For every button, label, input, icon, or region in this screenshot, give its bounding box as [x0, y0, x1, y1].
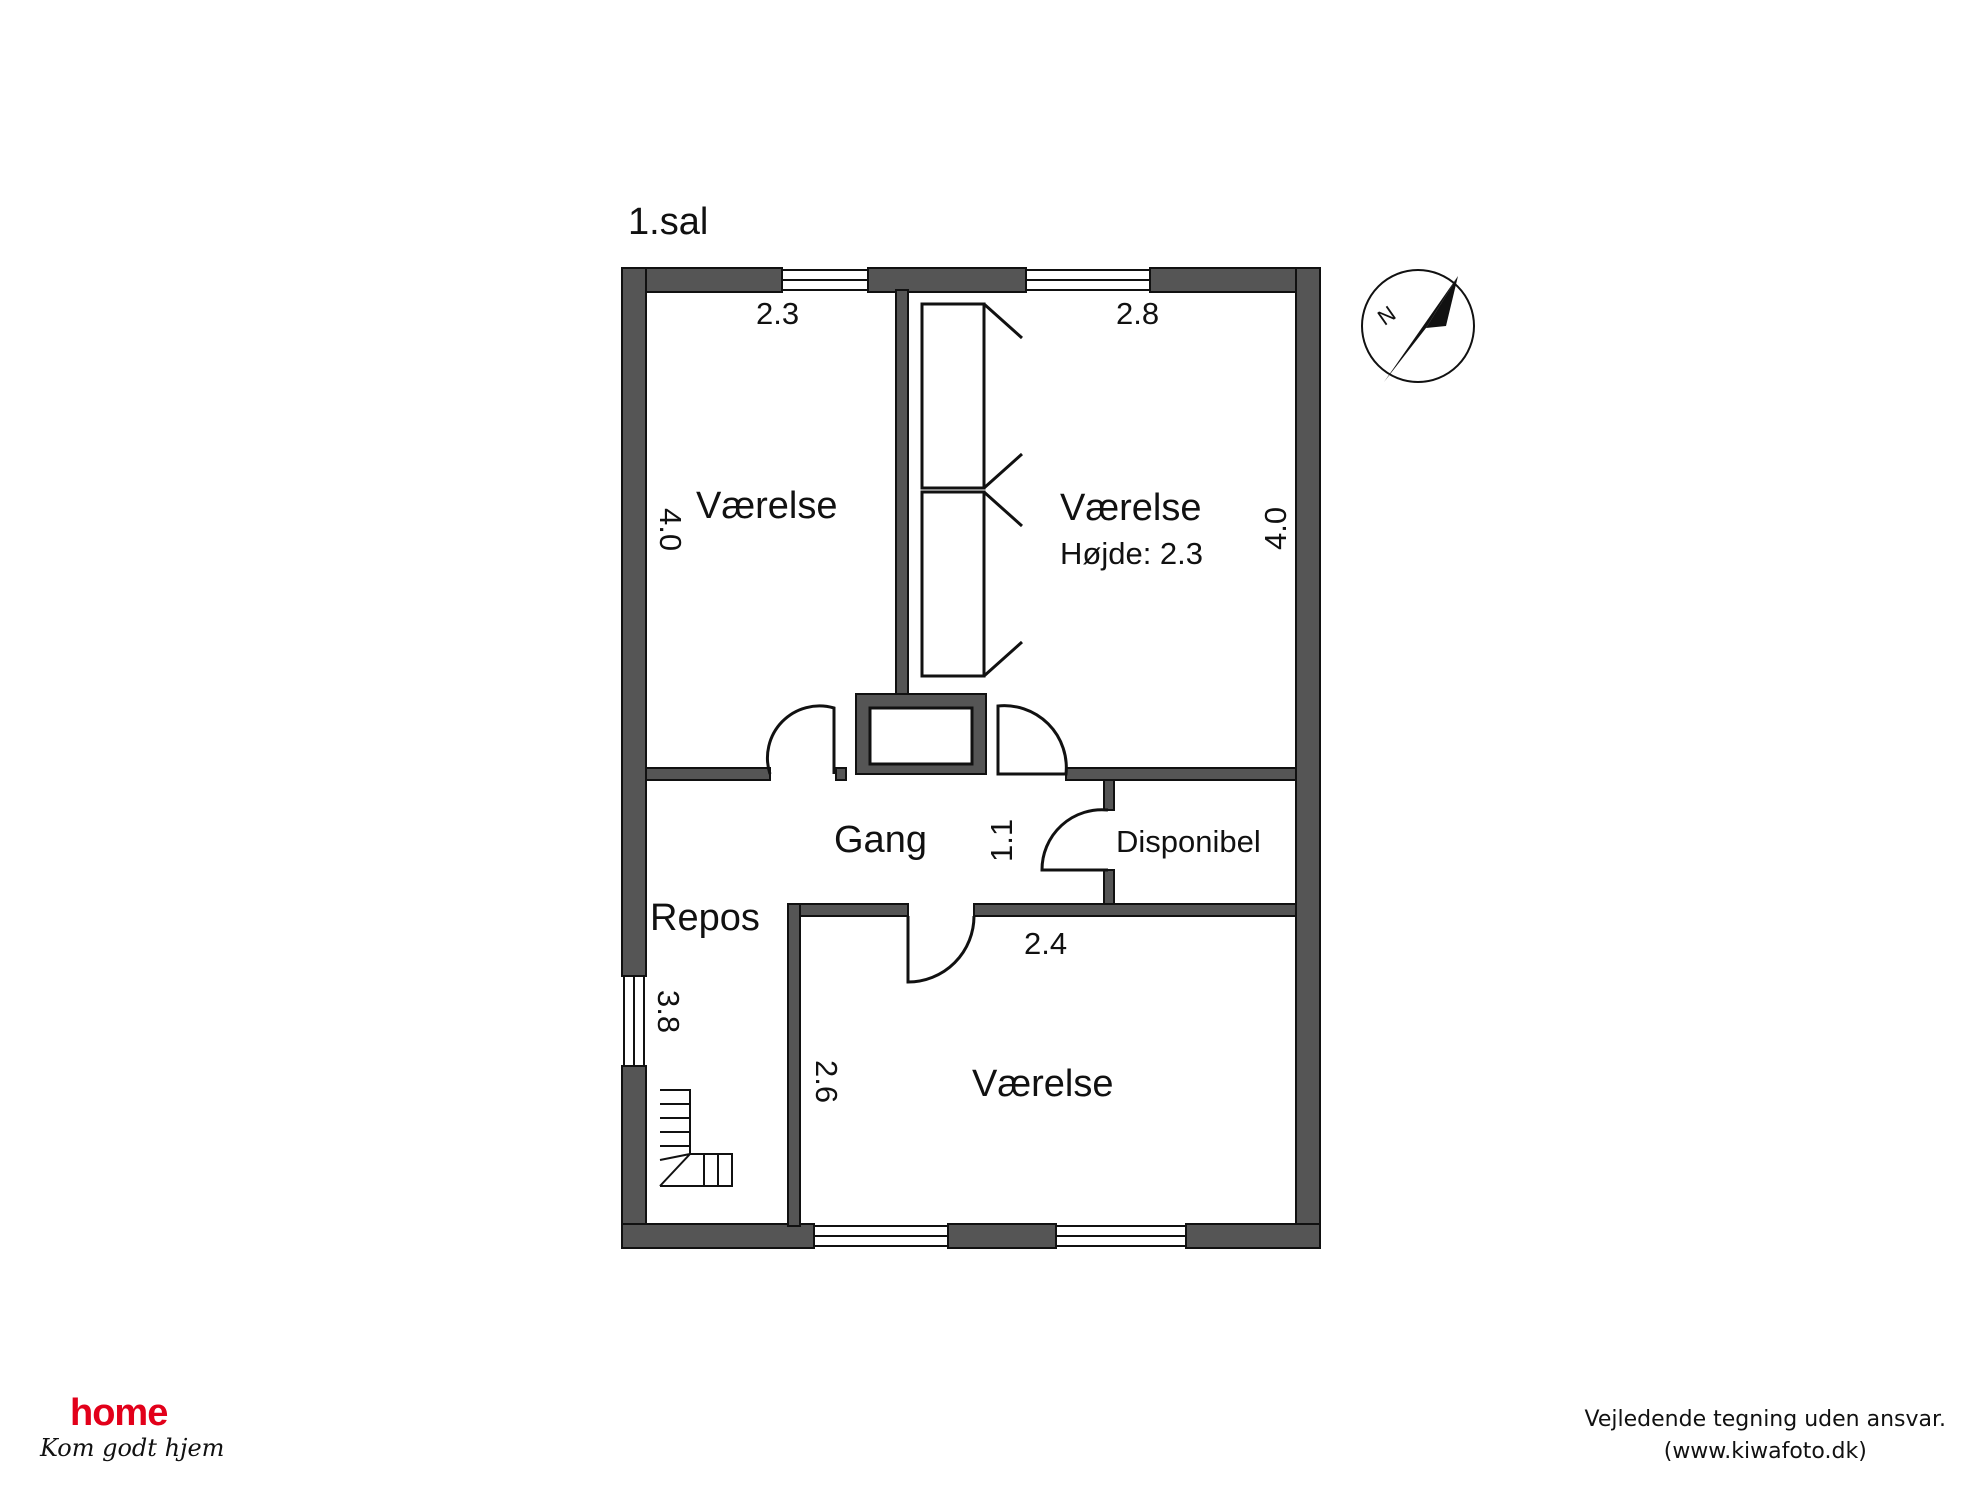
- room-top-left-width: 2.3: [756, 296, 799, 331]
- hallway-dim: 1.1: [984, 819, 1019, 862]
- interior-walls: [645, 289, 1297, 1227]
- landing-name: Repos: [650, 897, 760, 939]
- wardrobe: [920, 302, 1024, 678]
- room-bottom-width: 2.4: [1024, 926, 1067, 961]
- room-top-left-name: Værelse: [696, 485, 838, 527]
- room-bottom-length: 2.6: [809, 1060, 844, 1103]
- home-logo-word: home: [70, 1392, 168, 1434]
- doors: [765, 704, 1109, 984]
- room-top-right-width: 2.8: [1116, 296, 1159, 331]
- room-top-right-height: Højde: 2.3: [1060, 536, 1203, 571]
- room-top-right-length: 4.0: [1258, 507, 1293, 550]
- disclaimer-line-2: (www.kiwafoto.dk): [1663, 1439, 1867, 1464]
- disclaimer-line-1: Vejledende tegning uden ansvar.: [1584, 1407, 1946, 1432]
- storage-name: Disponibel: [1116, 824, 1261, 859]
- room-top-left-length: 4.0: [653, 508, 688, 551]
- room-top-right-name: Værelse: [1060, 487, 1202, 529]
- home-logo: home Kom godt hjem: [40, 1392, 224, 1472]
- windows: [623, 269, 1187, 1247]
- compass: N: [1361, 269, 1475, 383]
- disclaimer: Vejledende tegning uden ansvar. (www.kiw…: [1585, 1404, 1946, 1468]
- room-bottom-name: Værelse: [972, 1063, 1114, 1105]
- outer-walls: [621, 267, 1321, 1249]
- home-logo-tagline: Kom godt hjem: [40, 1434, 225, 1462]
- floor-title: 1.sal: [628, 201, 708, 243]
- hallway-name: Gang: [834, 819, 927, 861]
- landing-dim: 3.8: [651, 990, 686, 1033]
- stairs: [659, 1089, 733, 1187]
